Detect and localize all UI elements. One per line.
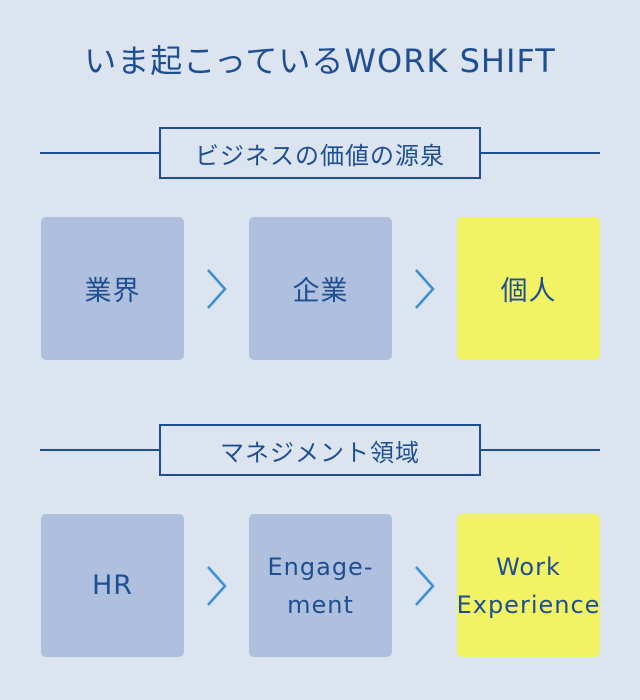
section-1-step-1: 業界 (41, 217, 184, 360)
section-2-label: マネジメント領域 (159, 424, 481, 476)
section-1-step-2: 企業 (249, 217, 392, 360)
chevron-right-icon (204, 266, 230, 312)
section-1-label: ビジネスの価値の源泉 (159, 127, 481, 179)
chevron-right-icon (412, 266, 438, 312)
section-2-step-3: Work Experience (457, 514, 600, 657)
section-1-step-3-label: 個人 (500, 276, 557, 307)
section-2-step-2-label: Engage- ment (267, 552, 374, 619)
section-2-step-3-label: Work Experience (456, 552, 601, 619)
section-1-step-3: 個人 (457, 217, 600, 360)
chevron-right-icon (412, 563, 438, 609)
section-1-step-1-label: 業界 (84, 276, 141, 307)
section-2-step-1-label: HR (91, 570, 134, 601)
diagram-title: いま起こっているWORK SHIFT (84, 42, 556, 80)
section-2-step-2: Engage- ment (249, 514, 392, 657)
section-1-step-2-label: 企業 (292, 276, 349, 307)
chevron-right-icon (204, 563, 230, 609)
section-2-step-1: HR (41, 514, 184, 657)
